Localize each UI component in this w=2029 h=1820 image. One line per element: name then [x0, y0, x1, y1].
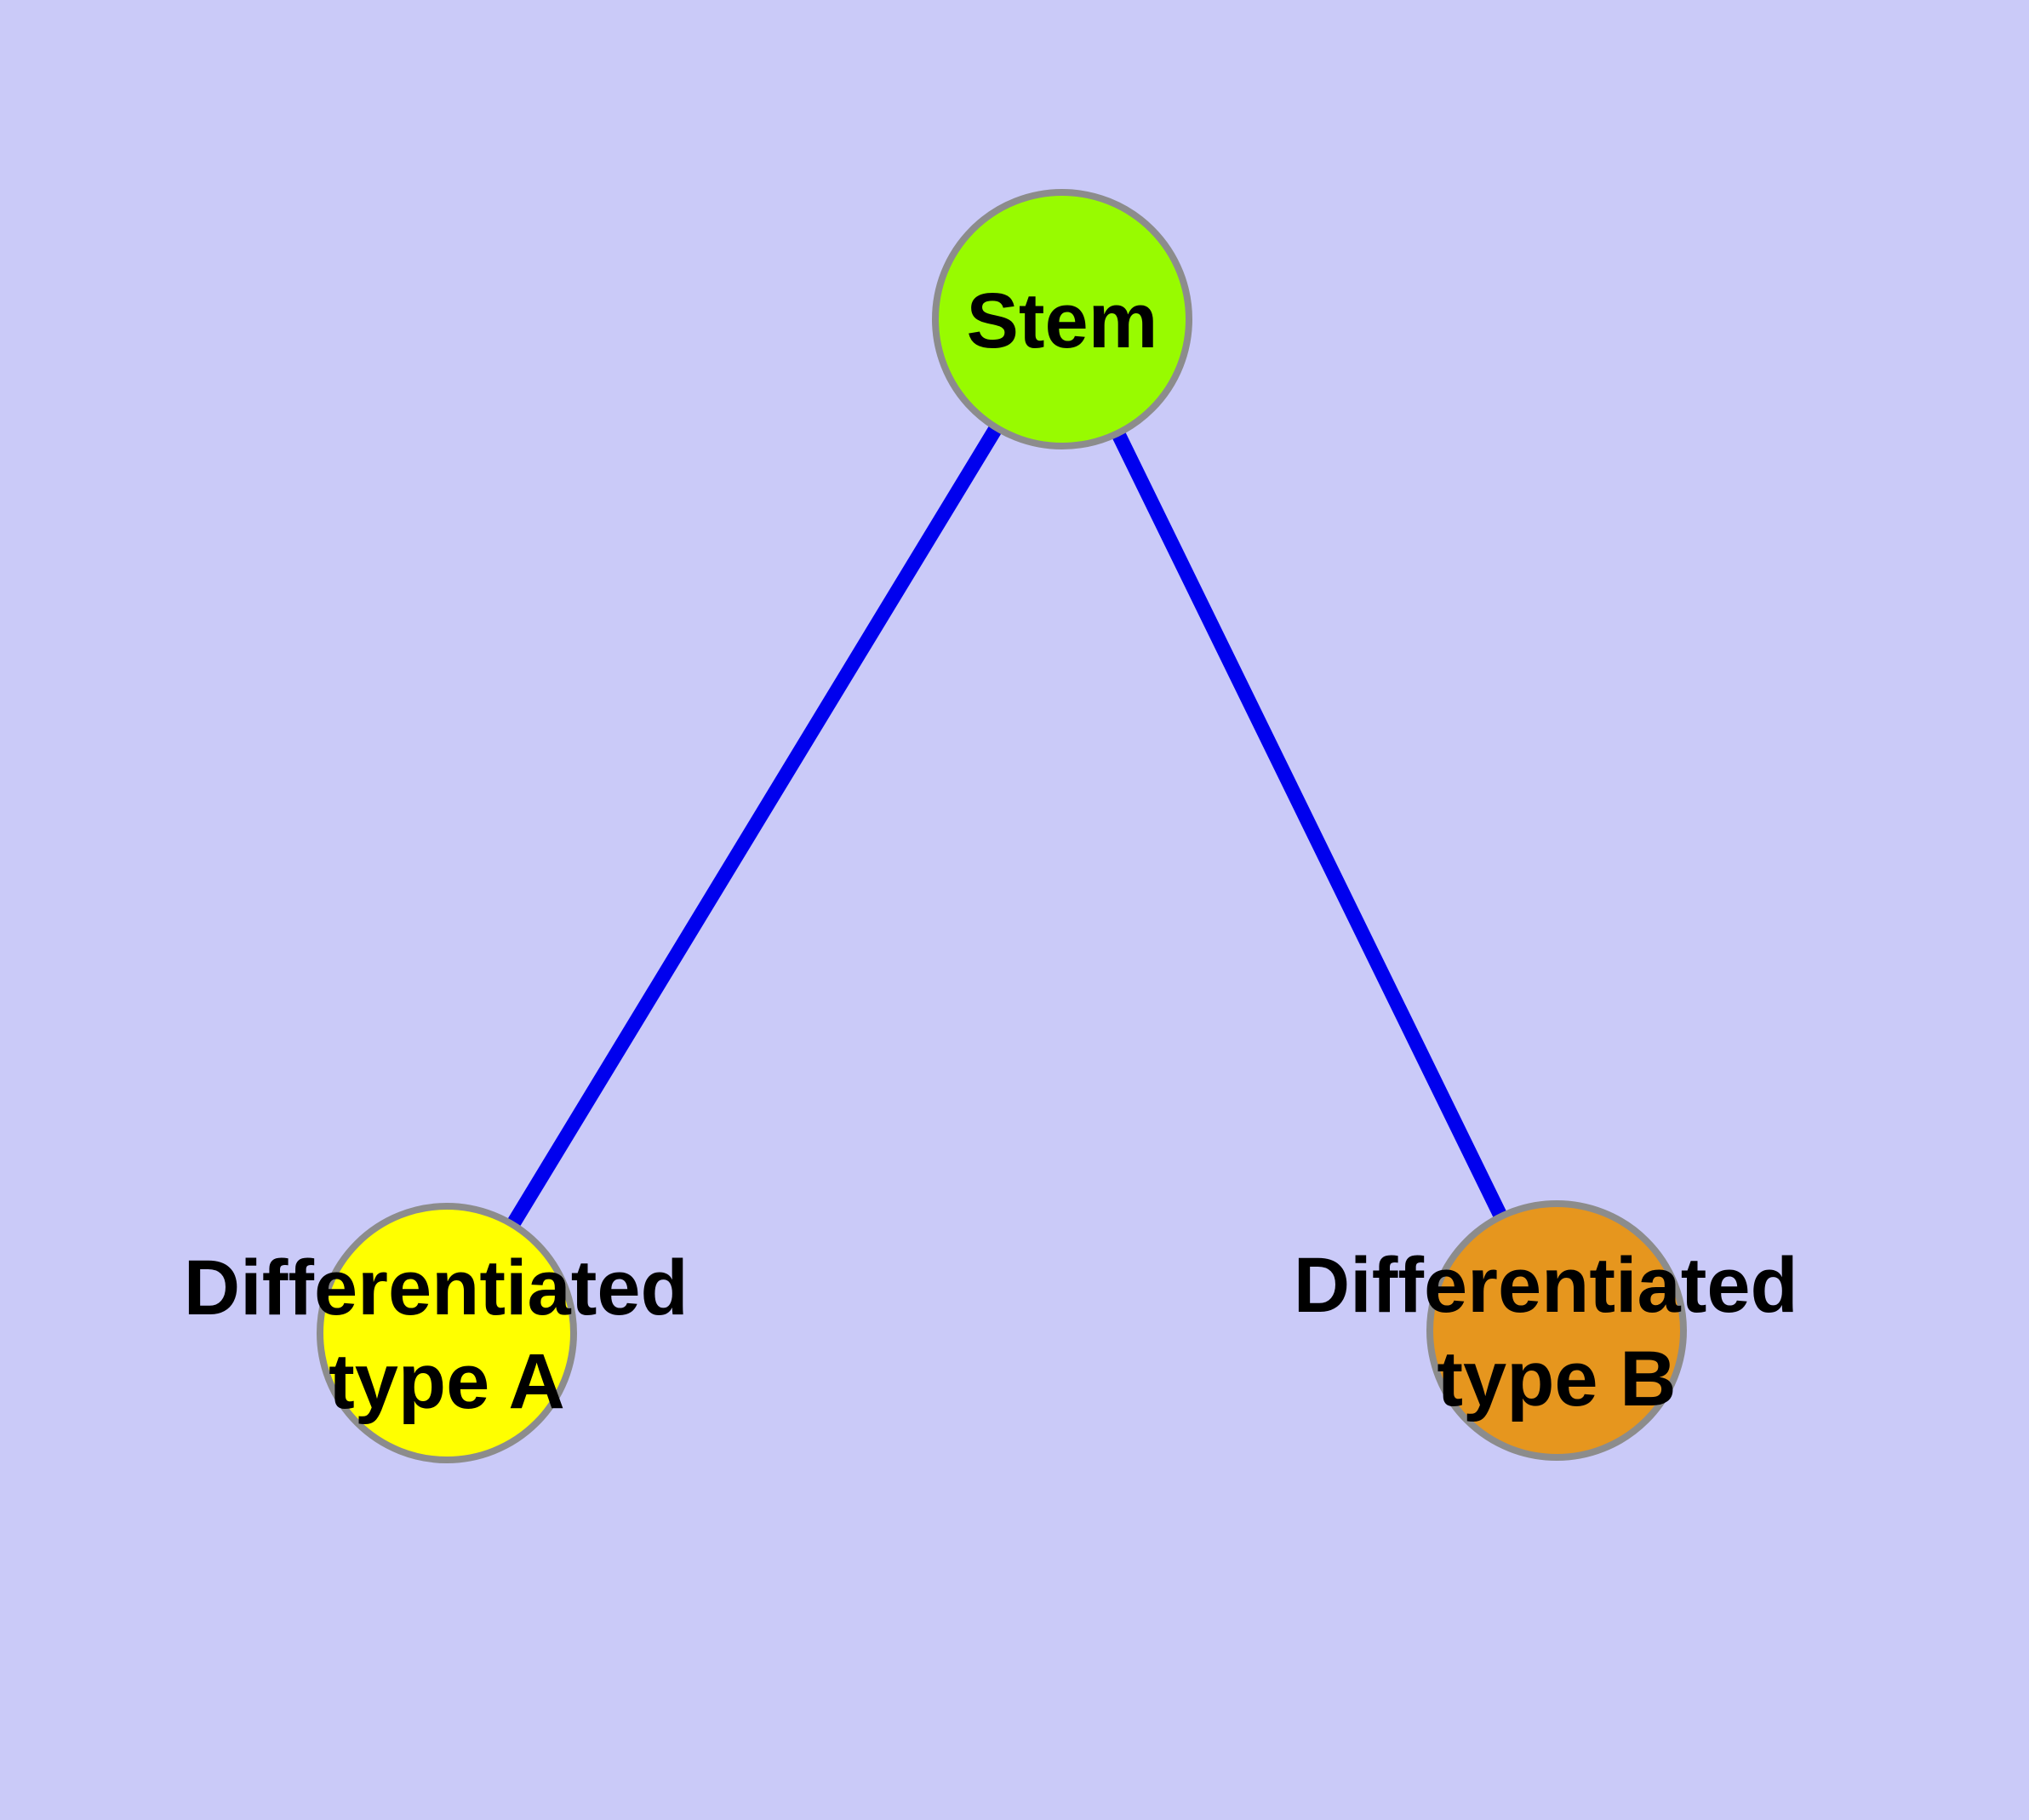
type-b-label-line2: type B [1437, 1336, 1676, 1422]
type-a-label-line1: Differentiated [184, 1245, 689, 1331]
edge-group [440, 315, 1563, 1337]
type-a-node-label: Differentiated type A [184, 1245, 711, 1425]
node-stem: Stem [932, 189, 1192, 449]
edge-stem-to-type-a [440, 315, 1069, 1337]
stem-node-circle [932, 189, 1192, 449]
edge-stem-to-type-b [1055, 316, 1563, 1334]
type-b-node-circle [1426, 1200, 1687, 1461]
type-b-node-label: Differentiated type B [1294, 1242, 1820, 1422]
stem-node-label: Stem [967, 278, 1158, 364]
type-a-node-circle [317, 1203, 577, 1463]
type-b-label-line1: Differentiated [1294, 1242, 1798, 1329]
type-a-label-line2: type A [329, 1338, 565, 1425]
node-differentiated-type-b: Differentiated type B [1294, 1200, 1820, 1461]
node-differentiated-type-a: Differentiated type A [184, 1203, 711, 1463]
